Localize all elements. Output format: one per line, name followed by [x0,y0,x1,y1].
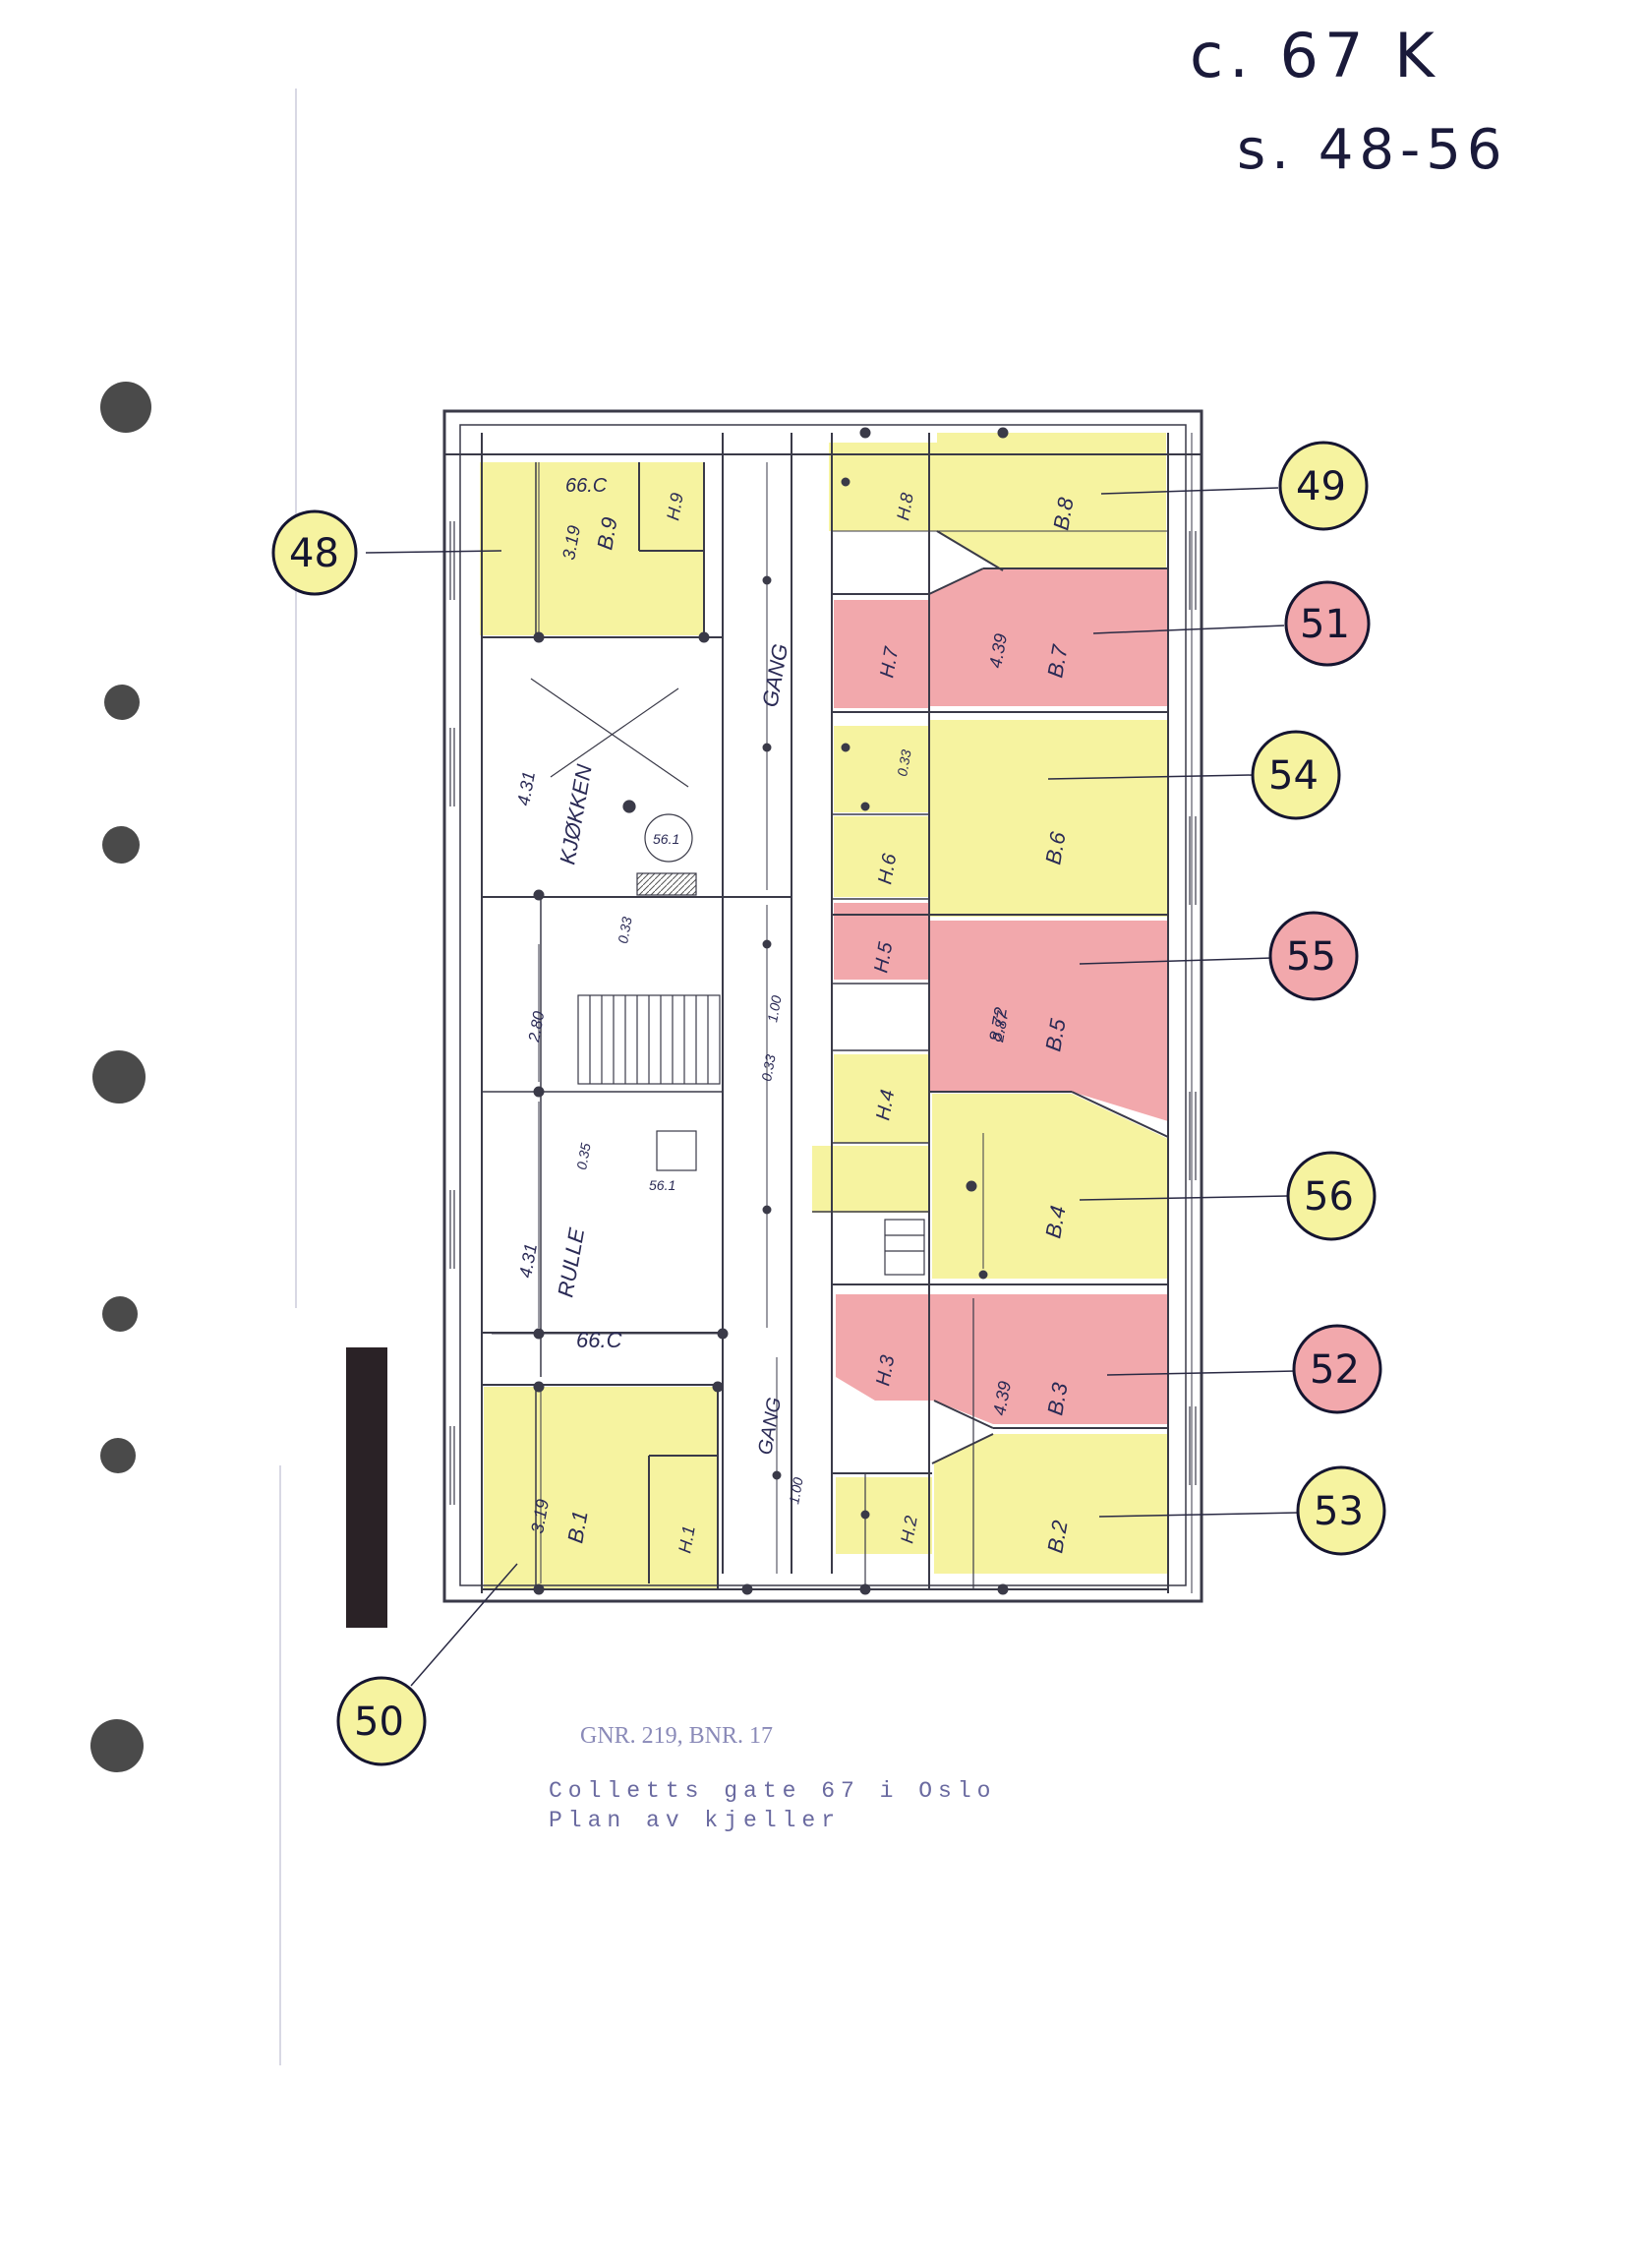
room-label: B.3 [1042,1380,1072,1417]
archive-reference: c. 67 K [1190,20,1440,91]
svg-text:48: 48 [289,531,339,576]
kitchen-fixture [530,678,697,896]
kitchen-area: 4.31 [513,770,539,807]
room-h8-highlight [829,443,937,531]
svg-text:55: 55 [1286,934,1336,980]
punch-hole [100,382,151,433]
room-label: B.6 [1040,829,1070,866]
svg-text:54: 54 [1268,753,1319,799]
staircase [577,994,925,1276]
callout-51: 51 [1284,580,1371,667]
punch-hole [90,1719,144,1772]
margin-line [279,1465,281,2065]
dimension-label: 0.33 [758,1053,779,1083]
room-small-highlight [834,726,928,812]
svg-text:53: 53 [1314,1489,1364,1534]
room-label: B.1 [562,1509,592,1545]
room-h3-highlight [836,1294,934,1401]
margin-line [295,89,297,1308]
address: Colletts gate 67 i Oslo [549,1778,997,1804]
callout-56: 56 [1286,1151,1377,1241]
room-highlights [480,433,1168,1589]
room-label: H.6 [874,852,901,886]
dimension-label: 66.C [576,1328,622,1352]
room-h9-highlight [639,472,704,551]
pillar-label: 56.1 [649,1177,675,1193]
svg-text:52: 52 [1310,1347,1360,1393]
room-label: B.7 [1042,642,1072,680]
callout-53: 53 [1296,1465,1386,1556]
windows [449,521,1197,1505]
corridor-label: GANG [757,642,792,709]
dimension-lines [492,427,1009,1595]
punch-hole [104,685,140,720]
callout-52: 52 [1292,1324,1382,1414]
room-label: B.8 [1048,495,1078,532]
redaction-bar [346,1347,387,1628]
room-label: H.1 [674,1524,699,1555]
callout-50: 50 [336,1676,427,1766]
room-b6-highlight [929,720,1168,917]
room-label: B.4 [1040,1204,1070,1240]
room-label: H.2 [897,1515,921,1545]
dimension-label: 66.C [565,475,608,497]
plan-title: Plan av kjeller [549,1808,842,1833]
room-b5-highlight [929,921,1168,1121]
callout-48: 48 [271,509,358,596]
punch-hole [100,1438,136,1473]
dimension-label: 2.80 [526,1010,548,1044]
room-b3-highlight [934,1294,1168,1424]
laundry-label: RULLE [553,1225,589,1299]
dimension-label: 0.35 [573,1142,594,1171]
dimension-label: 1.00 [786,1476,806,1506]
room-label: H.5 [870,940,897,975]
room-h2-highlight [836,1477,932,1554]
room-b2-highlight [934,1434,1168,1574]
room-label: B.9 [592,515,621,552]
room-b1-highlight [484,1387,718,1589]
room-labels: B.9 3.19 H.9 H.8 B.8 H.7 B.7 4.39 H.6 B.… [527,492,1079,1555]
laundry-area: 4.31 [515,1242,541,1280]
dimension-label: 0.33 [894,748,914,778]
corridor-label: GANG [754,1396,786,1457]
room-b4-highlight [932,1094,1168,1279]
plan-walls [442,409,1203,1603]
room-h4-highlight [834,1054,928,1143]
room-h6-highlight [834,816,928,897]
dimension-label: 1.00 [764,994,785,1024]
svg-text:50: 50 [354,1700,404,1745]
callouts: 48 49 51 54 55 56 52 53 50 [271,441,1386,1766]
callout-49: 49 [1278,441,1369,531]
dimension-label: 2.87 [990,1009,1013,1044]
room-h7-highlight [834,600,928,708]
page-range: s. 48-56 [1237,118,1508,182]
room-label: H.8 [893,492,917,522]
svg-text:49: 49 [1296,464,1346,509]
pillar-label: 56.1 [653,831,679,847]
svg-text:56: 56 [1304,1174,1354,1220]
room-label: H.3 [872,1353,899,1387]
plan-labels: KJØKKEN 4.31 RULLE 4.31 GANG GANG 66.C 6… [513,475,1012,1506]
callout-55: 55 [1268,911,1359,1001]
dimension-label: 0.33 [615,916,635,945]
punch-hole [102,826,140,864]
kitchen-label: KJØKKEN [555,762,596,866]
callout-leaders [365,487,1299,1687]
svg-text:51: 51 [1300,602,1350,647]
callout-54: 54 [1251,730,1341,820]
room-label: H.4 [872,1088,899,1121]
punch-hole [102,1296,138,1332]
room-b7-highlight [929,568,1168,706]
room-label: H.7 [876,645,903,680]
room-label: B.5 [1040,1016,1070,1053]
room-b4b-highlight [812,1146,930,1213]
punch-hole [92,1050,146,1104]
property-id: GNR. 219, BNR. 17 [580,1723,774,1749]
room-label: H.9 [663,492,687,522]
room-b8-highlight [937,433,1166,570]
room-label: B.2 [1042,1519,1072,1555]
